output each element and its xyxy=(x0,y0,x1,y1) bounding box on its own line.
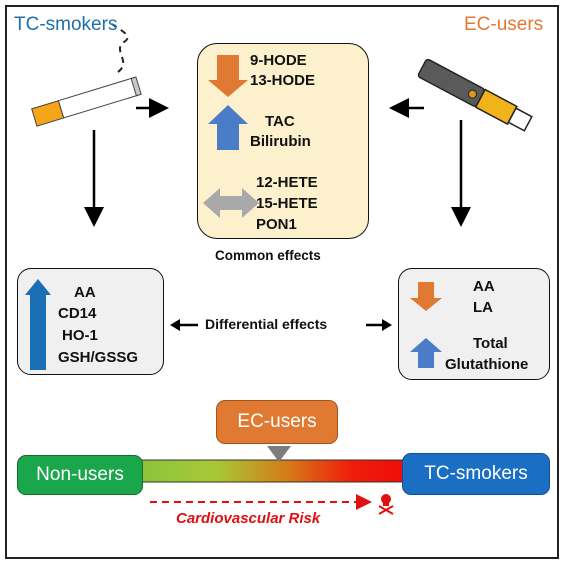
common-up-2: Bilirubin xyxy=(250,133,311,150)
ec-users-marker-pill: EC-users xyxy=(216,400,338,444)
common-unchanged-1: 12-HETE xyxy=(256,174,318,191)
ec-users-title: EC-users xyxy=(464,14,544,35)
common-up-1: TAC xyxy=(265,113,295,130)
ec-marker-pointer xyxy=(267,446,291,462)
cardiovascular-risk-label: Cardiovascular Risk xyxy=(176,510,321,527)
ec-down-1: AA xyxy=(473,278,495,295)
tc-up-1: AA xyxy=(74,284,96,301)
cigarette-icon xyxy=(31,76,142,127)
ec-up-2: Glutathione xyxy=(445,356,529,373)
common-unchanged-3: PON1 xyxy=(256,216,297,233)
risk-gradient-bar xyxy=(139,459,411,483)
non-users-pill: Non-users xyxy=(17,455,143,495)
common-down-1: 9-HODE xyxy=(250,52,307,69)
tc-up-2: CD14 xyxy=(58,305,97,322)
differential-effects-label: Differential effects xyxy=(205,316,328,332)
skull-icon xyxy=(378,494,394,515)
tc-up-4: GSH/GSSG xyxy=(58,349,139,366)
common-effects-caption: Common effects xyxy=(215,248,321,263)
common-down-2: 13-HODE xyxy=(250,72,316,89)
tc-smokers-pill: TC-smokers xyxy=(402,453,550,495)
e-cigarette-icon xyxy=(417,58,533,132)
smoke-icon xyxy=(111,23,129,73)
common-unchanged-2: 15-HETE xyxy=(256,195,318,212)
tc-up-3: HO-1 xyxy=(62,327,98,344)
ec-down-2: LA xyxy=(473,299,493,316)
tc-smokers-title: TC-smokers xyxy=(14,14,118,35)
ec-up-1: Total xyxy=(473,335,508,352)
